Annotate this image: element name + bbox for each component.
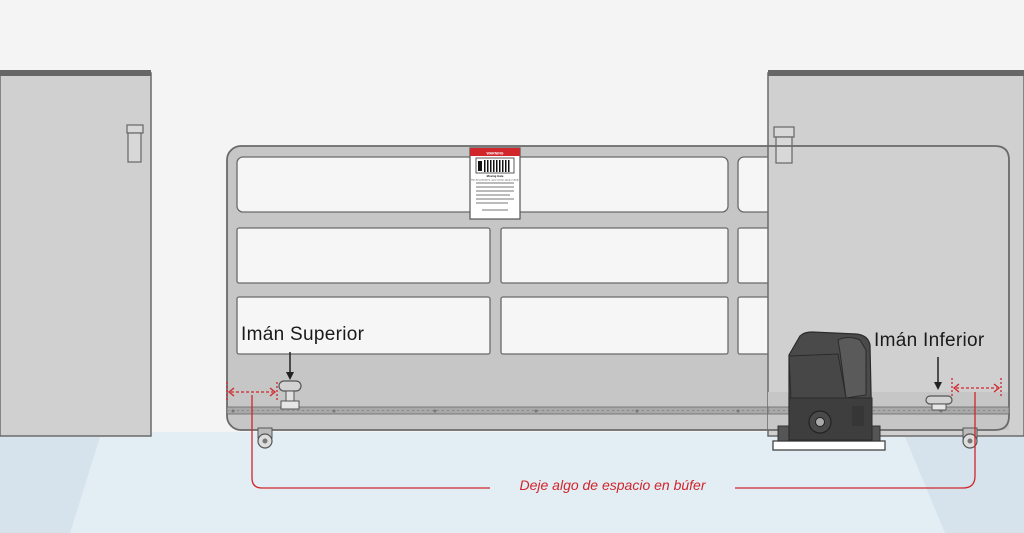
buffer-note-label: Deje algo de espacio en búfer (519, 477, 706, 493)
rack-rivets (231, 409, 943, 413)
left-wheel (257, 427, 273, 449)
left-pillar (0, 70, 152, 437)
warning-sign-subtitle: Has the potential to cause serious injur… (471, 179, 519, 182)
warning-sign-title: Moving Gate (487, 174, 504, 178)
upper-magnet (278, 380, 302, 410)
gate-motor (772, 331, 886, 451)
ground-shadow-left (0, 437, 100, 533)
ground-shadow-right (905, 437, 1024, 533)
lower-magnet (925, 395, 953, 411)
lower-magnet-label: Imán Inferior (874, 330, 985, 351)
lower-magnet-arrow (934, 357, 942, 390)
right-buffer-marker (735, 378, 1002, 489)
right-wheel (962, 427, 978, 449)
left-buffer-marker (226, 382, 490, 489)
warning-sign: WARNING Moving Gate Has the potential to… (469, 147, 521, 220)
warning-sign-header: WARNING (487, 152, 504, 156)
upper-magnet-label: Imán Superior (241, 324, 365, 345)
upper-magnet-arrow (286, 352, 294, 380)
